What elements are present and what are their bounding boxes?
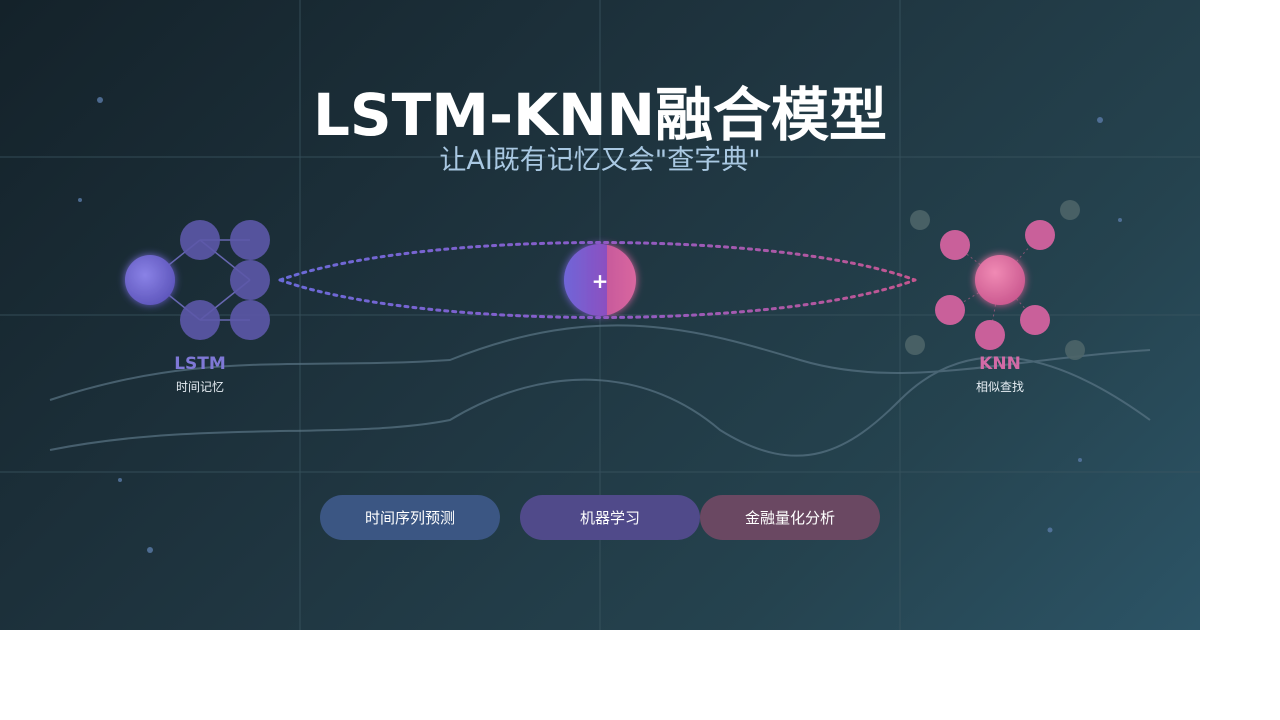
- knn-cluster-icon: [905, 200, 1085, 360]
- lstm-description: 时间记忆: [175, 380, 224, 394]
- fusion-connection: [278, 241, 917, 319]
- page-subtitle: 让AI既有记忆又会"查字典": [439, 145, 761, 176]
- lstm-network-icon: [125, 220, 270, 340]
- tag-quant-finance[interactable]: 金融量化分析: [700, 495, 880, 540]
- wave-lines: [49, 324, 1151, 457]
- star-dots: [78, 97, 1122, 553]
- fusion-node-icon: [564, 244, 636, 316]
- knn-description: 相似查找: [975, 380, 1024, 394]
- tag-machine-learning[interactable]: 机器学习: [520, 495, 700, 540]
- knn-label: KNN: [979, 354, 1021, 374]
- background-graphics: +: [0, 0, 1200, 630]
- lstm-label: LSTM: [174, 354, 226, 374]
- banner: + LSTM-KNN融合模型 让AI既有记忆又会"查字典" LSTM 时间记忆 …: [0, 0, 1200, 630]
- fusion-plus-symbol: +: [592, 269, 609, 293]
- page-title: LSTM-KNN融合模型: [312, 81, 888, 149]
- tag-time-series-forecasting[interactable]: 时间序列预测: [320, 495, 500, 540]
